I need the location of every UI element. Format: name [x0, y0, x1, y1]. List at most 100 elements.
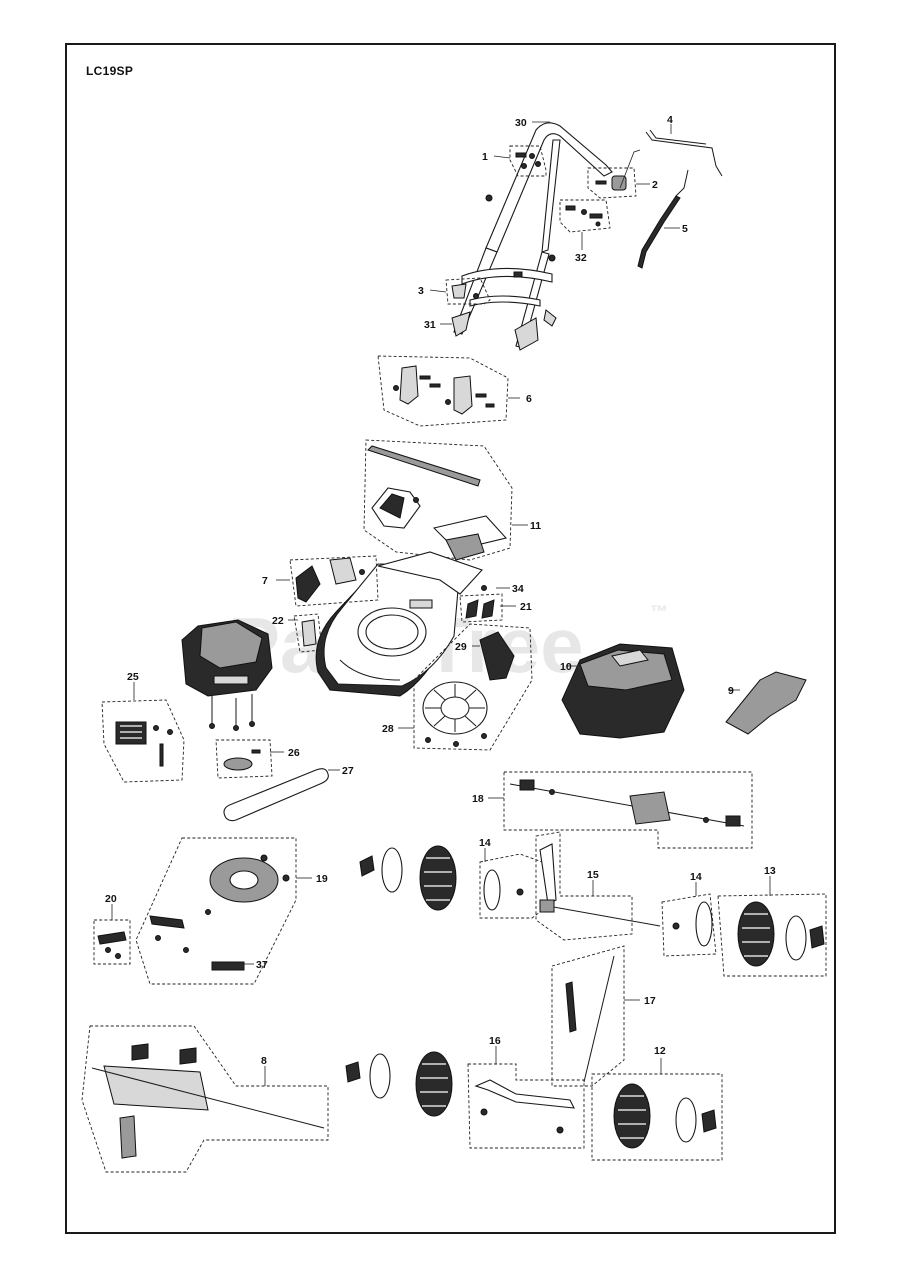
- part-13-rim[interactable]: [785, 915, 807, 961]
- callout-19[interactable]: 19: [316, 873, 328, 885]
- left-handle-bracket[interactable]: [399, 365, 419, 405]
- part-16-bolt-1[interactable]: [480, 1108, 488, 1116]
- callout-22[interactable]: 22: [272, 615, 284, 627]
- part-16-axle[interactable]: [474, 1079, 575, 1109]
- handle-lower-cross-bar[interactable]: [469, 295, 541, 307]
- part-21-bracket[interactable]: [465, 599, 479, 619]
- part-19-hub[interactable]: [229, 870, 259, 890]
- group-32-bolt[interactable]: [565, 205, 576, 211]
- height-adjust-lever[interactable]: [295, 565, 321, 603]
- part-8-latch[interactable]: [119, 1115, 137, 1159]
- right-handle-bracket[interactable]: [453, 375, 473, 415]
- callout-4[interactable]: 4: [667, 114, 673, 126]
- mulch-plug-shade[interactable]: [379, 493, 405, 519]
- part-20-blade[interactable]: [97, 931, 127, 945]
- callout-5[interactable]: 5: [682, 223, 688, 235]
- group-32-bolt-2[interactable]: [589, 213, 603, 219]
- rear-flap-bar[interactable]: [367, 445, 481, 487]
- part-20-bolt[interactable]: [105, 947, 111, 953]
- part-28-screw-1[interactable]: [425, 737, 431, 743]
- callout-34[interactable]: 34: [512, 583, 524, 595]
- part-19-bolt-1[interactable]: [205, 909, 211, 915]
- callout-21[interactable]: 21: [520, 601, 532, 613]
- engine-bolt-3[interactable]: [249, 721, 255, 727]
- part-26-key[interactable]: [251, 749, 261, 754]
- callout-16[interactable]: 16: [489, 1035, 501, 1047]
- part-37-blade[interactable]: [211, 961, 245, 971]
- callout-3[interactable]: 3: [418, 285, 424, 297]
- group-1-nut[interactable]: [529, 153, 535, 159]
- callout-1[interactable]: 1: [482, 151, 488, 163]
- part-19-blade-1[interactable]: [149, 915, 185, 929]
- bracket-nut-2[interactable]: [445, 399, 451, 405]
- flap-screw[interactable]: [413, 497, 419, 503]
- drive-bail-inner[interactable]: [649, 129, 707, 145]
- part-15-rod[interactable]: [547, 905, 661, 927]
- part-21-bracket-2[interactable]: [481, 599, 495, 619]
- handle-bottom-bracket-left[interactable]: [451, 311, 471, 337]
- part-34-screw[interactable]: [481, 585, 487, 591]
- part-14-gear-right[interactable]: [695, 901, 713, 947]
- part-27-belt[interactable]: [223, 768, 329, 822]
- callout-26[interactable]: 26: [288, 747, 300, 759]
- callout-18[interactable]: 18: [472, 793, 484, 805]
- callout-11[interactable]: 11: [530, 520, 541, 532]
- callout-2[interactable]: 2: [652, 179, 658, 191]
- group-3-bracket[interactable]: [451, 283, 467, 299]
- part-25-filter[interactable]: [115, 721, 147, 745]
- callout-29[interactable]: 29: [455, 641, 467, 653]
- front-wheel-rim-left[interactable]: [369, 1053, 391, 1099]
- callout-9[interactable]: 9: [728, 685, 734, 697]
- part-25-screw-2[interactable]: [167, 729, 173, 735]
- callout-6[interactable]: 6: [526, 393, 532, 405]
- handle-bottom-bracket-right[interactable]: [514, 317, 539, 351]
- part-12-rim[interactable]: [675, 1097, 697, 1143]
- part-22-clip[interactable]: [301, 619, 317, 647]
- callout-30[interactable]: 30: [515, 117, 527, 129]
- callout-32[interactable]: 32: [575, 252, 587, 264]
- callout-13[interactable]: 13: [764, 865, 776, 877]
- part-17-spring[interactable]: [565, 981, 577, 1033]
- part-19-bolt-2[interactable]: [183, 947, 189, 953]
- handle-knob[interactable]: [513, 271, 523, 278]
- drive-cable[interactable]: [637, 195, 681, 269]
- engine-cover[interactable]: [199, 621, 263, 669]
- handle-clip[interactable]: [543, 309, 557, 327]
- callout-7[interactable]: 7: [262, 575, 268, 587]
- callout-20[interactable]: 20: [105, 893, 117, 905]
- group-32-washer[interactable]: [595, 221, 601, 227]
- part-12-tire[interactable]: [613, 1083, 651, 1149]
- part-8-bracket-left[interactable]: [131, 1043, 149, 1061]
- discharge-cover-plate[interactable]: [445, 533, 485, 561]
- callout-8[interactable]: 8: [261, 1055, 267, 1067]
- part-20-nut[interactable]: [115, 953, 121, 959]
- part-12-cap[interactable]: [701, 1109, 717, 1133]
- engine-bolt-1[interactable]: [209, 723, 215, 729]
- part-15-pivot[interactable]: [539, 899, 555, 913]
- part-18-bearing-left[interactable]: [519, 779, 535, 791]
- engine-base[interactable]: [213, 675, 249, 685]
- part-18-gearbox[interactable]: [629, 791, 671, 825]
- front-wheel-cap-left[interactable]: [345, 1061, 361, 1083]
- bracket-bolt-4[interactable]: [485, 403, 495, 408]
- callout-28[interactable]: 28: [382, 723, 394, 735]
- part-18-washer-2[interactable]: [703, 817, 709, 823]
- part-10-handle[interactable]: [611, 649, 649, 667]
- part-18-bearing-right[interactable]: [725, 815, 741, 827]
- drive-cable-end[interactable]: [675, 169, 689, 197]
- bracket-bolt-2[interactable]: [429, 383, 441, 388]
- part-17-rod[interactable]: [583, 955, 615, 1083]
- part-15-lever[interactable]: [539, 843, 557, 905]
- callout-14-right[interactable]: 14: [690, 871, 702, 883]
- group-1-washer[interactable]: [535, 161, 541, 167]
- callout-12[interactable]: 12: [654, 1045, 666, 1057]
- part-25-bolt[interactable]: [159, 743, 164, 767]
- upper-handle[interactable]: [485, 122, 613, 253]
- wheel-rim-left[interactable]: [381, 847, 403, 893]
- height-adjust-bracket[interactable]: [329, 557, 357, 585]
- part-29-bracket[interactable]: [479, 631, 515, 681]
- drive-bail[interactable]: [645, 131, 723, 177]
- part-14-washer-left[interactable]: [516, 888, 524, 896]
- part-16-bolt-2[interactable]: [556, 1126, 564, 1134]
- callout-10[interactable]: 10: [560, 661, 572, 673]
